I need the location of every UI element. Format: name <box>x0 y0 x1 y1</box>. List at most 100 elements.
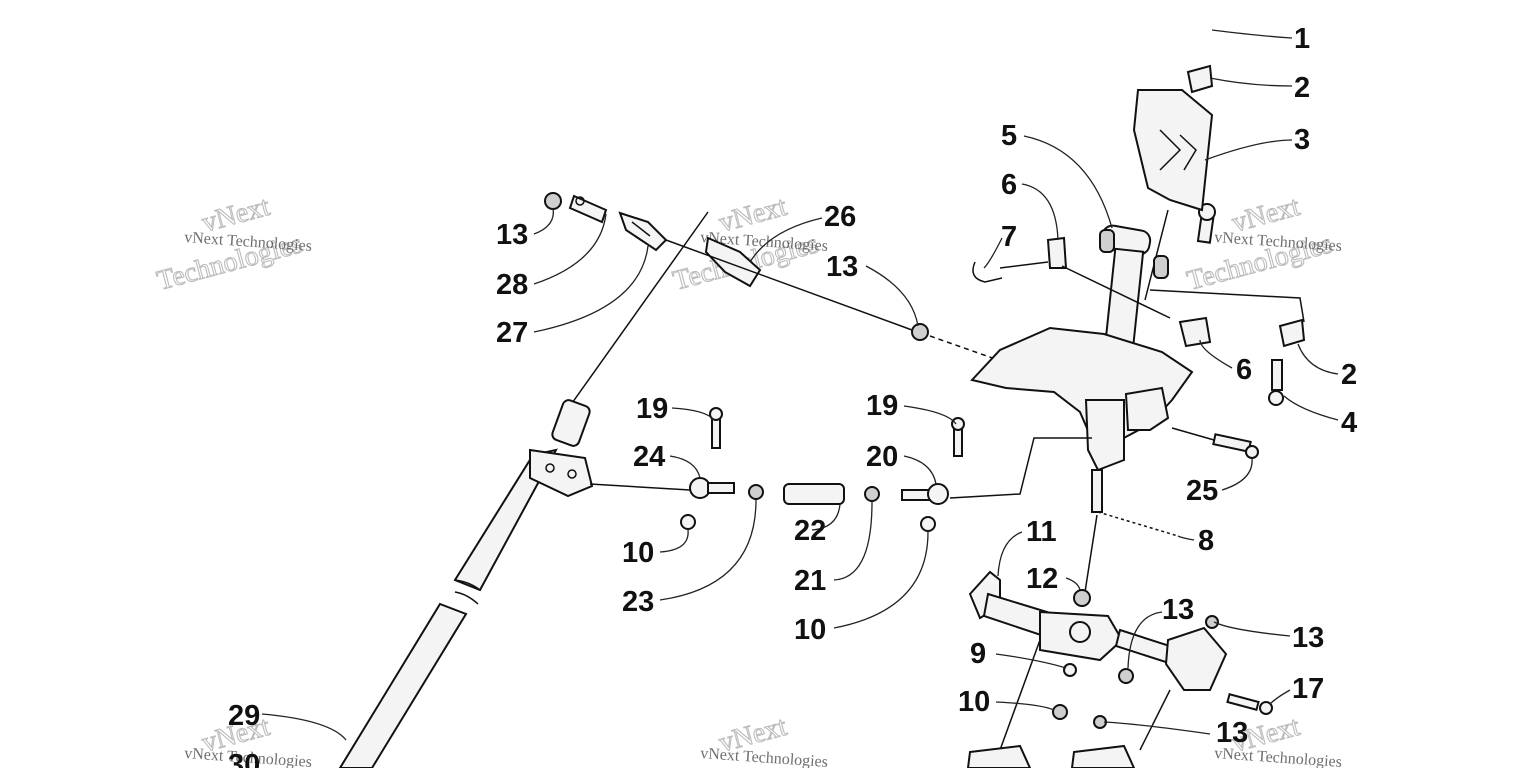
bushing-6-lower <box>1178 316 1212 348</box>
riser-block-3 <box>1132 89 1214 212</box>
callout-13: 13 <box>1216 717 1248 749</box>
watermark-text: vNext Technologies <box>700 745 829 768</box>
callout-6: 6 <box>1236 354 1252 386</box>
leader-29 <box>261 713 347 741</box>
callout-29: 29 <box>228 700 260 732</box>
leader-9 <box>995 653 1067 669</box>
yoke-arm <box>1124 386 1170 431</box>
leader-28 <box>533 213 607 285</box>
bolt-25-head <box>1245 445 1259 459</box>
shaft-break-mark <box>454 579 481 591</box>
callout-19: 19 <box>866 390 898 422</box>
riser-window <box>1159 129 1182 171</box>
axis-line <box>1171 427 1215 441</box>
bracket-26 <box>665 236 1141 411</box>
upper-left-parts <box>544 192 668 252</box>
bushing-6-upper <box>1046 236 1068 269</box>
post-grip-left <box>1099 229 1115 253</box>
shaft-lower-tube <box>338 602 468 768</box>
callout-labels: 1 2 3 5 6 7 26 13 13 28 27 6 2 4 19 24 1… <box>228 23 1357 768</box>
leader-6b <box>1199 339 1233 369</box>
axis-line <box>949 437 1092 499</box>
callout-3: 3 <box>1294 124 1310 156</box>
leader-13d <box>1213 621 1291 637</box>
tie-rod-assembly <box>589 407 1092 532</box>
axis-line <box>1084 514 1098 593</box>
post-grip-right <box>1153 255 1169 279</box>
leader-2b <box>1297 343 1339 375</box>
jam-nut-23 <box>748 484 764 500</box>
callout-10: 10 <box>958 686 990 718</box>
rod-end-20-thread <box>901 489 931 501</box>
leader-2a <box>1209 77 1293 87</box>
rod-end-20 <box>927 483 949 505</box>
nut-10a <box>680 514 696 530</box>
bolt-4-shank <box>1271 359 1283 391</box>
callout-17: 17 <box>1292 673 1324 705</box>
callout-10: 10 <box>622 537 654 569</box>
callout-2: 2 <box>1341 359 1357 391</box>
tie-rod-22 <box>783 483 845 505</box>
callout-1: 1 <box>1294 23 1310 55</box>
pin-8 <box>1097 511 1179 537</box>
callout-10: 10 <box>794 614 826 646</box>
support-leg <box>1139 689 1171 751</box>
leader-11 <box>997 531 1023 577</box>
callout-12: 12 <box>1026 563 1058 595</box>
callout-6: 6 <box>1001 169 1017 201</box>
riser-window <box>1179 134 1197 171</box>
washer-9 <box>1063 663 1077 677</box>
leader-12 <box>1065 577 1081 591</box>
callout-11: 11 <box>1026 516 1057 548</box>
clamp-detail <box>631 221 651 237</box>
leader-internal <box>1149 289 1305 323</box>
shaft-arm-bracket <box>529 448 594 498</box>
leader-13b <box>865 265 919 327</box>
leader-3 <box>1204 139 1293 161</box>
leader-4 <box>1283 395 1339 421</box>
support-plate <box>1164 626 1228 691</box>
callout-13: 13 <box>1162 594 1194 626</box>
nut-10c <box>1052 704 1068 720</box>
callout-21: 21 <box>794 565 826 597</box>
leader-7 <box>983 237 1003 269</box>
callout-30: 30 <box>228 749 260 768</box>
leader-21 <box>833 501 873 581</box>
leader-1 <box>1211 29 1293 39</box>
leader-27 <box>533 245 649 333</box>
leader-20 <box>903 455 937 485</box>
leader-10c <box>995 701 1055 711</box>
steering-yoke <box>970 326 1259 593</box>
leader-25 <box>1221 457 1253 491</box>
lower-support <box>966 570 1273 768</box>
leader-13e <box>1103 721 1211 735</box>
nut <box>911 323 929 341</box>
bolt-17-head <box>1259 701 1273 715</box>
yoke-neck <box>1084 399 1125 472</box>
support-leg <box>999 639 1041 751</box>
callout-20: 20 <box>866 441 898 473</box>
steering-post <box>972 224 1306 406</box>
callout-5: 5 <box>1001 120 1017 152</box>
clamp-cap-2 <box>1186 64 1214 94</box>
nut-13d <box>1118 668 1134 684</box>
callout-4: 4 <box>1341 407 1357 439</box>
leader-22 <box>811 503 841 531</box>
callout-24: 24 <box>633 441 665 473</box>
bolt-19b-head <box>951 417 965 431</box>
callout-26: 26 <box>824 201 856 233</box>
nut-10b <box>920 516 936 532</box>
yoke-stem <box>1091 469 1103 513</box>
leader-lines <box>261 29 1339 741</box>
leader-10b <box>833 531 929 629</box>
callout-13: 13 <box>1292 622 1324 654</box>
leader-19a <box>671 407 715 421</box>
watermark-text: vNext Technologies <box>1214 745 1343 768</box>
leader-13a <box>533 207 555 235</box>
bolt-4-head <box>1268 390 1284 406</box>
leader-6a <box>1021 183 1059 241</box>
leader-10a <box>659 529 689 553</box>
callout-2: 2 <box>1294 72 1310 104</box>
leader-24 <box>669 455 701 479</box>
